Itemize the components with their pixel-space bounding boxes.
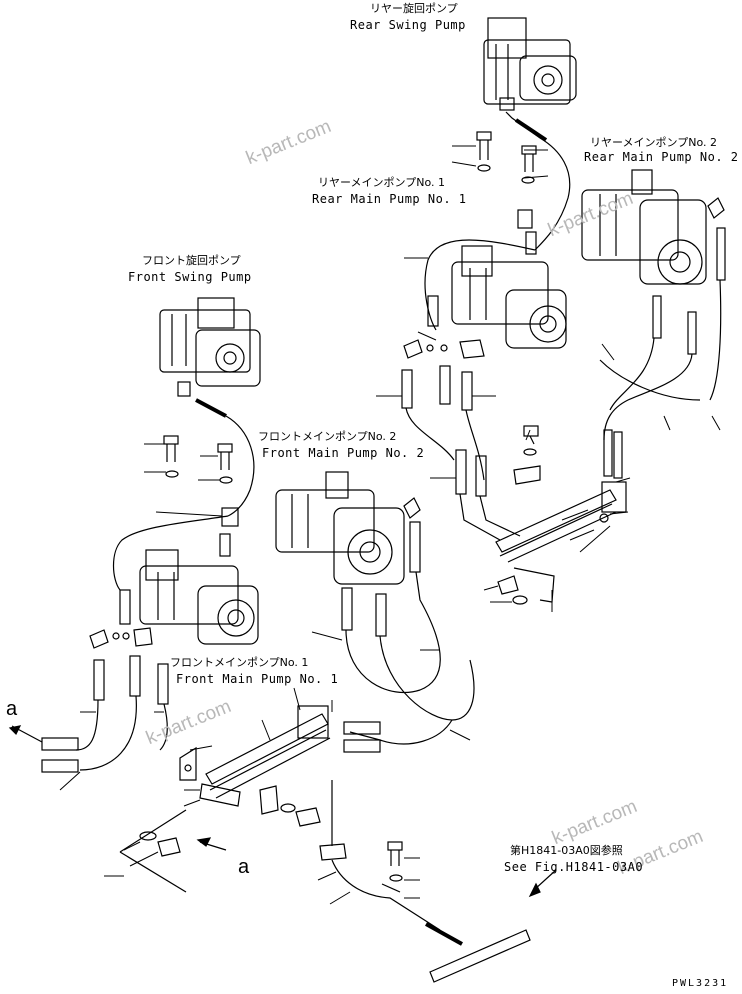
front-main-pump-2 [275,471,405,585]
front-distribution-block [205,705,381,799]
rear-distribution-block [495,429,627,563]
marker-a-top: a [6,698,18,720]
front-main-pump-1 [139,549,259,645]
rear-main-pump-1-label: Rear Main Pump No. 1 [312,192,467,206]
rear-swing-pump [483,17,577,111]
rear-main-pump-1-label-jp: リヤーメインポンプNo. 1 [318,176,445,189]
rear-main-pump-2-label: Rear Main Pump No. 2 [584,150,739,164]
see-fig-label: See Fig.H1841-03A0 [504,860,644,874]
rear-swing-hose [505,111,571,251]
rear-main-pump-2 [581,169,725,285]
callout-leaders [59,145,721,905]
front-swing-pump-label: Front Swing Pump [128,270,252,284]
rear-main-pump-2-label-jp: リヤーメインポンプNo. 2 [590,136,717,149]
front-main-pump-1-label-jp: フロントメインポンプNo. 1 [170,656,309,669]
front-main-pump-1-label: Front Main Pump No. 1 [176,672,339,686]
front-swing-pump-label-jp: フロント旋回ポンプ [142,254,241,267]
front-main-pump-2-label: Front Main Pump No. 2 [262,446,425,460]
see-fig-label-jp: 第H1841-03A0図参照 [510,844,623,857]
rear-bolts [476,131,537,255]
front-swing-pump [159,297,261,387]
drawing-code: PWL3231 [672,978,729,989]
rear-swing-pump-label: Rear Swing Pump [350,18,466,32]
marker-a-bottom: a [238,856,250,878]
rear-swing-pump-label-jp: リヤー旋回ポンプ [370,2,458,15]
rear-main-pump-1 [451,245,567,349]
front-main-pump-2-label-jp: フロントメインポンプNo. 2 [258,430,397,443]
